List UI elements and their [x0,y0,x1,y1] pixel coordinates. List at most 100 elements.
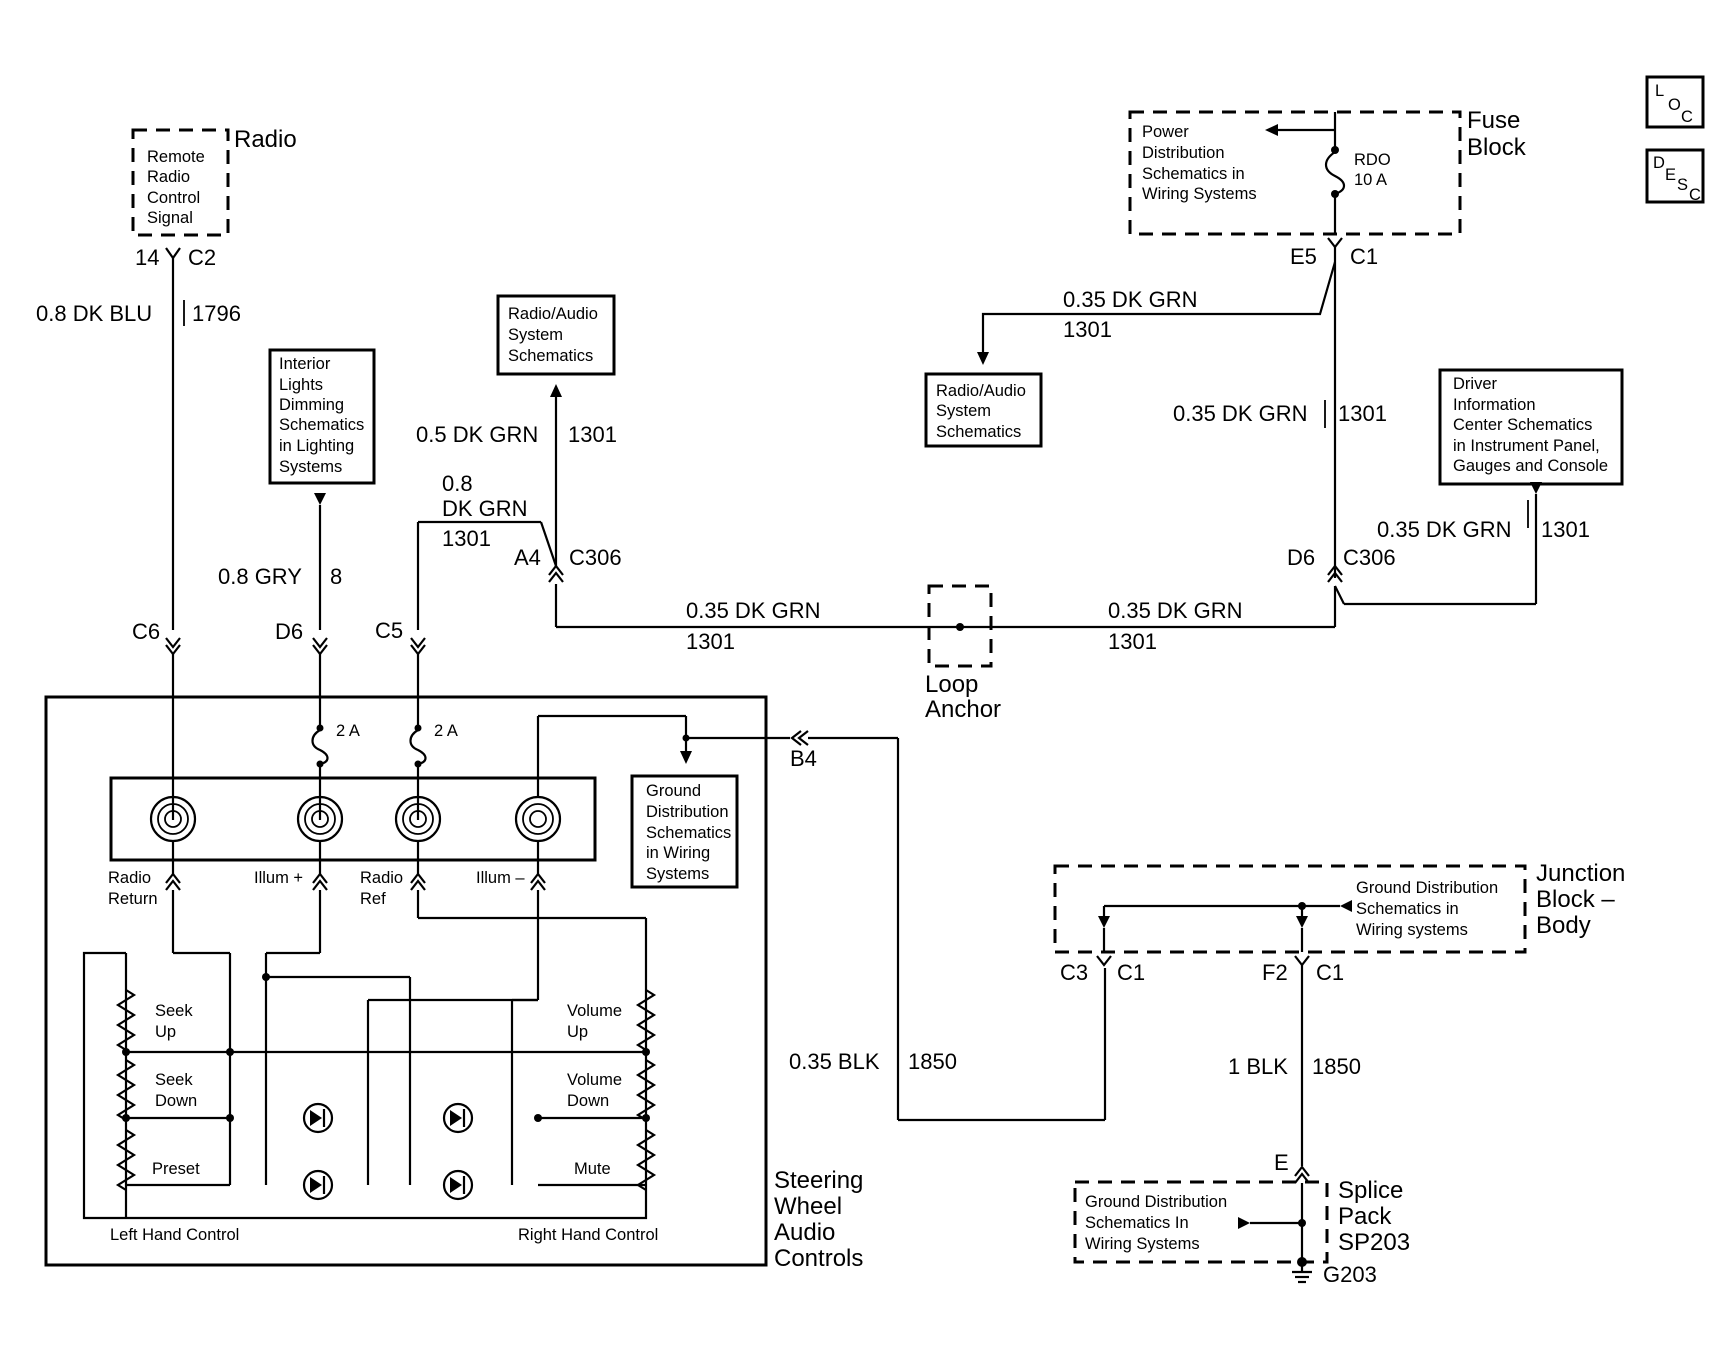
svg-text:Volume: Volume [567,1071,622,1089]
svg-text:System: System [508,326,563,344]
svg-text:Interior: Interior [279,355,331,373]
led-icon [302,1169,334,1201]
svg-text:Wheel: Wheel [774,1193,842,1220]
radio-pin: 14 [135,245,159,270]
circuit-number: 1301 [1108,629,1157,654]
svg-text:Schematics in: Schematics in [1356,900,1459,918]
svg-text:Body: Body [1536,912,1591,939]
loop-anchor: Loop Anchor [925,584,1001,723]
svg-text:C: C [1681,108,1693,126]
connector-id: C1 [1350,244,1378,269]
wire-color-label: 0.35 DK GRN [1108,598,1243,623]
wire-color-label: 1 BLK [1228,1054,1288,1079]
connector-id: C306 [1343,545,1396,570]
wire-1301 [981,261,1337,355]
fuse-block-title: Fuse [1467,107,1520,134]
circuit-number: 8 [330,564,342,589]
radio-box-line: Control [147,189,200,207]
svg-text:Lights: Lights [279,376,323,394]
radio-audio-schematics-ref[interactable]: Radio/Audio System Schematics [496,294,616,376]
radio-box-line: Remote [147,148,205,166]
wire-color-label: 0.8 [442,471,473,496]
wire-color-label: 0.35 DK GRN [686,598,821,623]
fuse-rating: 2 A [336,722,360,740]
fuse-name: RDO [1354,151,1391,169]
svg-text:Pack: Pack [1338,1203,1392,1230]
svg-text:Controls: Controls [774,1245,863,1272]
circuit-number: 1850 [1312,1054,1361,1079]
svg-text:Center Schematics: Center Schematics [1453,416,1592,434]
pin-label: Illum – [476,869,525,887]
svg-text:Ground: Ground [646,782,701,800]
svg-text:Schematics In: Schematics In [1085,1214,1189,1232]
wire-color-label: DK GRN [442,496,528,521]
preset-switch: Preset [152,1160,200,1178]
svg-text:Wiring systems: Wiring systems [1356,921,1468,939]
fuse-rating: 10 A [1354,171,1387,189]
circuit-number: 1301 [442,526,491,551]
fuse-block: Fuse Block Power Distribution Schematics… [1128,107,1527,269]
connector-pin: B4 [790,746,817,771]
radio-connector: C2 [188,245,216,270]
circuit-number: 1796 [192,301,241,326]
svg-text:Ground Distribution: Ground Distribution [1356,879,1498,897]
desc-icon[interactable]: D E S C [1645,148,1705,204]
svg-text:Schematics: Schematics [508,347,593,365]
fuse-rating: 2 A [434,722,458,740]
svg-text:Power: Power [1142,123,1189,141]
svg-text:S: S [1677,176,1688,194]
wire-color-label: 0.8 DK BLU [36,301,152,326]
seek-up-switch: Seek Up [155,1002,193,1041]
svg-text:Schematics: Schematics [279,416,364,434]
wire-color-label: 0.8 GRY [218,564,302,589]
svg-text:Block –: Block – [1536,886,1615,913]
svg-text:Systems: Systems [646,865,709,883]
svg-text:Radio/Audio: Radio/Audio [936,382,1026,400]
svg-text:Schematics: Schematics [936,423,1021,441]
svg-text:in Wiring: in Wiring [646,844,710,862]
svg-text:Splice: Splice [1338,1177,1403,1204]
connector-pin: D6 [275,619,303,644]
junction-block-body: Junction Block – Body Ground Distributio… [1053,860,1625,954]
led-icon [442,1102,474,1134]
loc-icon[interactable]: L O C [1645,75,1705,129]
pin-label: Radio [108,869,151,887]
svg-text:Gauges and Console: Gauges and Console [1453,457,1608,475]
svg-text:Distribution: Distribution [1142,144,1225,162]
svg-text:in Instrument Panel,: in Instrument Panel, [1453,437,1600,455]
ground-distribution-ref[interactable]: Ground Distribution Schematics in Wiring… [630,774,739,889]
svg-text:Steering: Steering [774,1167,863,1194]
connector-pin: A4 [514,545,541,570]
driver-info-center-ref[interactable]: Driver Information Center Schematics in … [1438,368,1624,486]
circuit-number: 1850 [908,1049,957,1074]
wire-color-label: 0.5 DK GRN [416,422,538,447]
svg-text:Distribution: Distribution [646,803,729,821]
connector-id: C306 [569,545,622,570]
svg-text:Down: Down [155,1092,197,1110]
clockspring-coil [514,795,562,843]
interior-lights-dimming-ref[interactable]: Interior Lights Dimming Schematics in Li… [268,348,376,485]
clockspring [109,776,597,862]
left-hand-control-label: Left Hand Control [110,1226,239,1244]
led-icon [442,1169,474,1201]
wire-color-label: 0.35 DK GRN [1377,517,1512,542]
svg-text:L: L [1655,82,1664,100]
radio-box-line: Signal [147,209,193,227]
svg-text:System: System [936,402,991,420]
connector-pin: D6 [1287,545,1315,570]
connector-id: C1 [1117,960,1145,985]
svg-text:Up: Up [155,1023,176,1041]
splice-pack-sp203: Splice Pack SP203 Ground Distribution Sc… [1073,1177,1410,1267]
ground-label: G203 [1323,1262,1377,1287]
radio-title: Radio [234,126,297,153]
svg-text:Driver: Driver [1453,375,1498,393]
radio-box-line: Radio [147,168,190,186]
pin-label: Illum + [254,869,303,887]
mute-switch: Mute [574,1160,611,1178]
radio-audio-schematics-ref[interactable]: Radio/Audio System Schematics [924,372,1043,448]
led-icon [302,1102,334,1134]
ground-icon [1292,1262,1312,1284]
fuse-block-title: Block [1467,134,1527,161]
